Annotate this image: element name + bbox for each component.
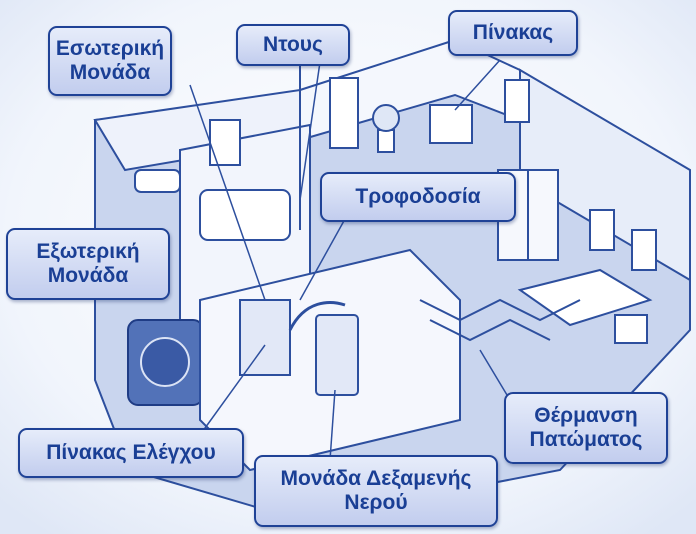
label-water-tank-unit: Μονάδα Δεξαμενής Νερού [254,455,498,527]
outdoor-unit-fan [140,337,190,387]
label-power-supply: Τροφοδοσία [320,172,516,222]
bedroom-window-1 [589,209,615,251]
floor-heating-pipes [419,298,581,342]
label-control-panel: Πίνακας Ελέγχου [18,428,244,478]
leader-tank [329,389,336,461]
bathroom-door [329,77,359,149]
leader-indoor-unit [189,84,266,301]
label-shower: Ντους [236,24,350,66]
bathtub [199,189,291,241]
plant-leaves [372,104,400,132]
label-panel: Πίνακας [448,10,578,56]
leader-floor-heating [479,349,511,401]
leader-power [299,209,351,301]
bathroom-window [209,119,241,166]
bedroom-window-2 [631,229,657,271]
label-outdoor-unit: Εξωτερική Μονάδα [6,228,170,300]
label-underfloor-heating: Θέρμανση Πατώματος [504,392,668,464]
leader-panel [454,59,501,111]
water-tank-unit [315,314,359,396]
leader-control [199,344,266,436]
leader-shower [299,61,321,201]
bathroom-sink [134,169,181,193]
back-window [504,79,530,123]
wall-panel [429,104,473,144]
plant-pot [377,129,395,153]
right-wall [519,68,691,282]
label-indoor-unit: Εσωτερική Μονάδα [48,26,172,96]
tank-connecting-pipes [288,301,346,331]
indoor-unit [239,299,291,376]
nightstand [614,314,648,344]
